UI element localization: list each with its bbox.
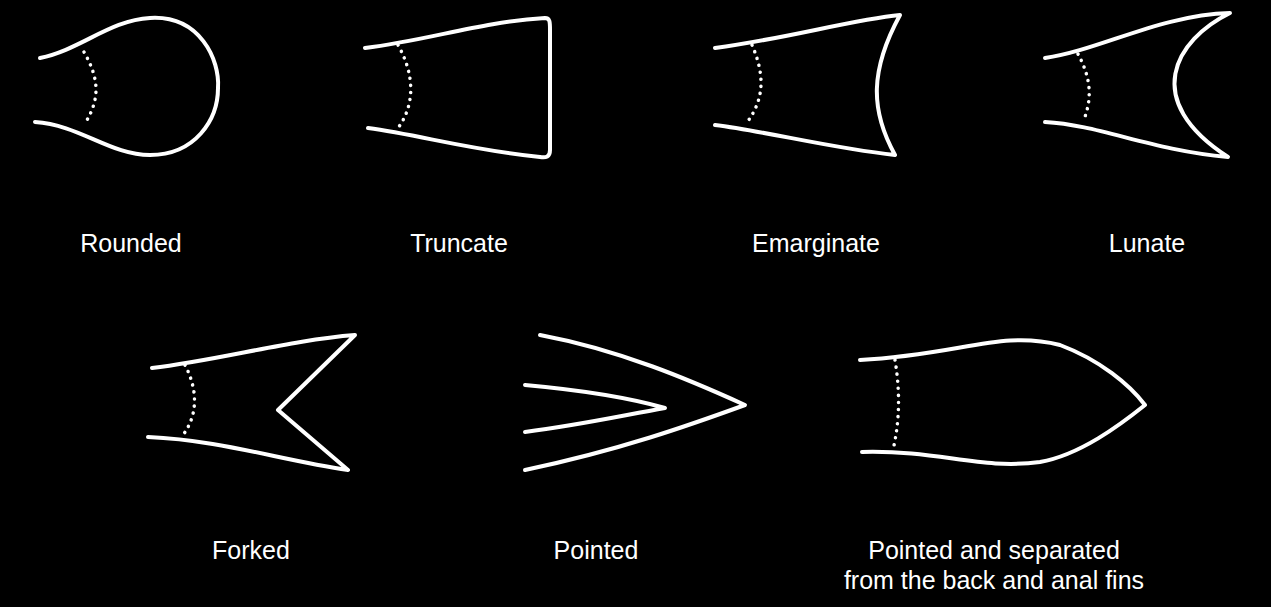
forked-fin <box>148 335 355 470</box>
fin-base-dots <box>84 52 96 125</box>
separated-pointed-fin <box>860 340 1145 464</box>
fin-shape-label: Forked <box>212 535 290 565</box>
fin-shape-label: Pointed and separated from the back and … <box>843 535 1145 595</box>
fin-base-dots <box>398 45 411 128</box>
fin-shape-label: Emarginate <box>752 228 880 258</box>
truncate-fin <box>365 18 550 157</box>
fin-shape-label: Truncate <box>410 228 508 258</box>
fin-base-dots <box>745 45 761 125</box>
fin-shape-label: Pointed <box>554 535 639 565</box>
fin-shape-label: Lunate <box>1109 228 1185 258</box>
fin-base-dots <box>1078 54 1089 122</box>
fin-shape-label: Rounded <box>80 228 181 258</box>
lunate-fin <box>1045 13 1230 157</box>
pointed-fin-outer <box>525 335 745 470</box>
fin-base-dots <box>183 365 195 435</box>
rounded-fin <box>35 18 218 155</box>
fin-base-dots <box>893 360 899 450</box>
emarginate-fin <box>715 15 900 155</box>
pointed-fin-inner <box>525 385 665 432</box>
